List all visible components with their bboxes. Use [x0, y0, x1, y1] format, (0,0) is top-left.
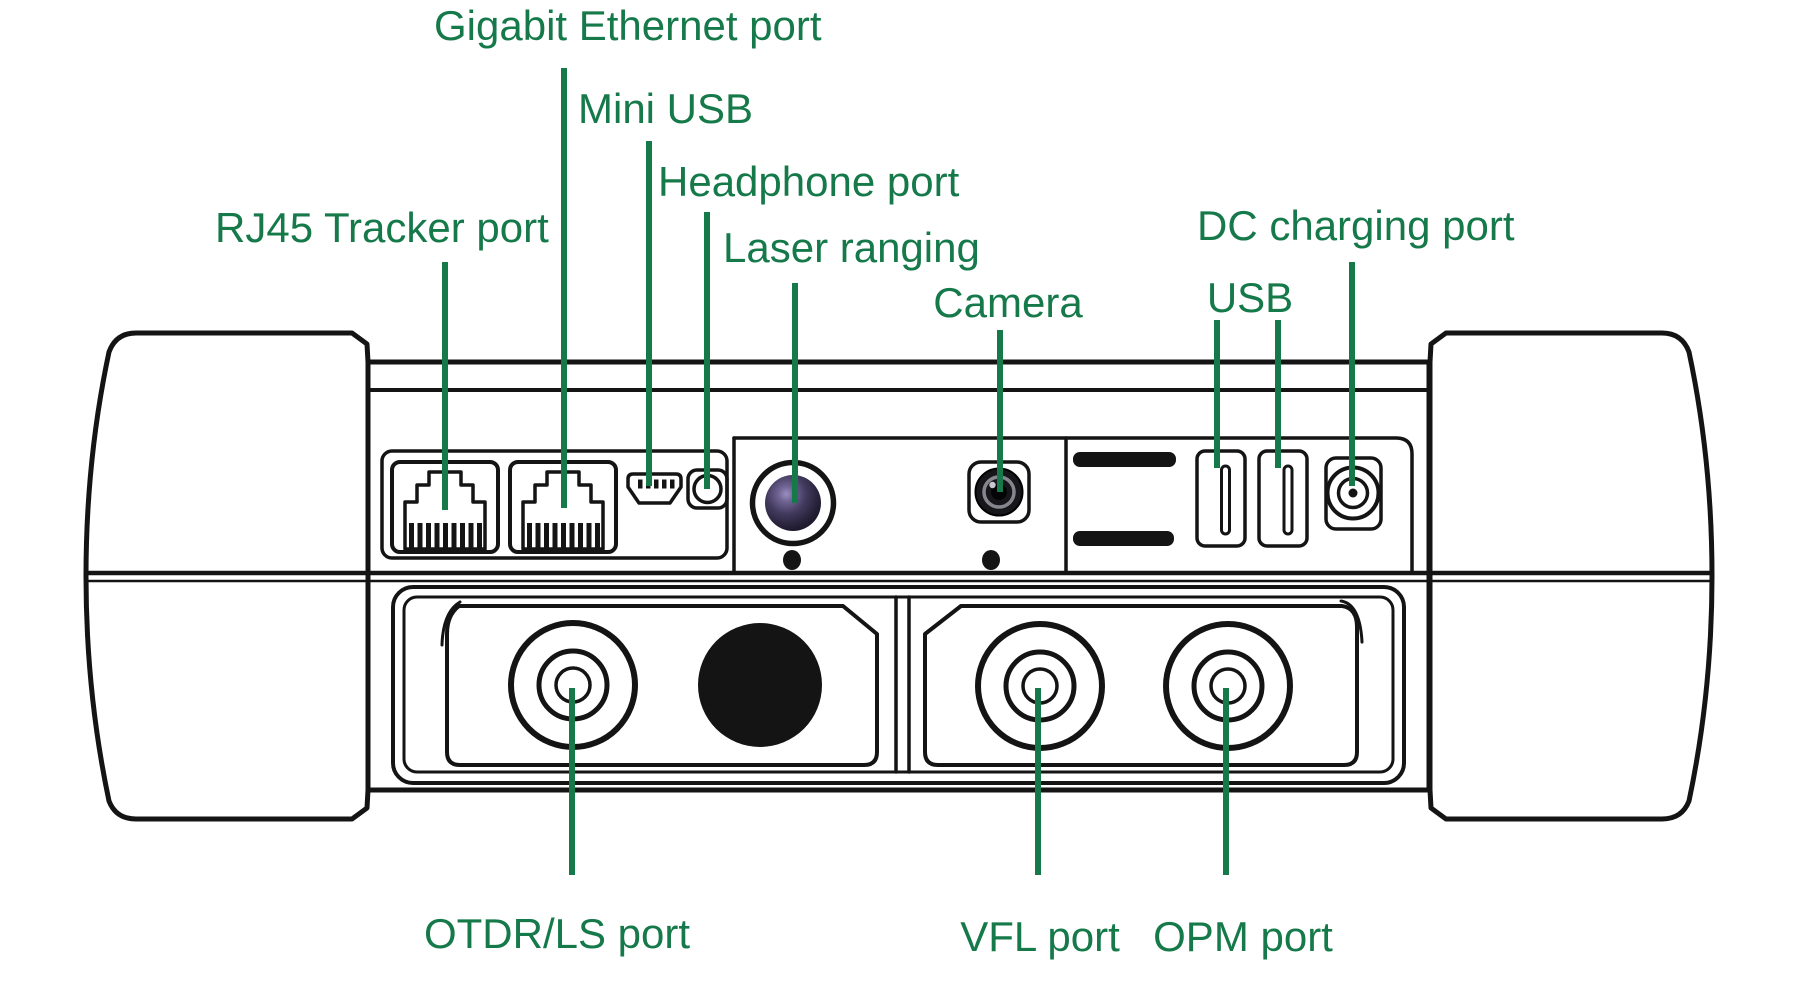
screw-hole-icon — [783, 550, 801, 570]
headphone-label: Headphone port — [658, 158, 960, 205]
otdr-ls-label: OTDR/LS port — [424, 910, 690, 957]
rj45-tracker-port-icon — [390, 460, 500, 554]
vfl-opm-panel-fold-line — [1339, 599, 1364, 644]
dust-cap-hole-icon — [698, 623, 822, 747]
device-body — [365, 359, 1432, 793]
gigabit-ethernet-port-icon — [508, 460, 618, 554]
vfl-opm-recess-panel — [923, 604, 1359, 767]
usb-port-b-icon — [1257, 449, 1309, 548]
mini-usb-label: Mini USB — [578, 85, 753, 132]
right-bumper — [1427, 330, 1715, 822]
opm-label: OPM port — [1153, 913, 1333, 960]
otdr-panel-fold-line — [440, 600, 462, 647]
laser-ranging-label: Laser ranging — [723, 224, 980, 271]
lower-tray-inner — [402, 595, 1395, 774]
card-slot-icons — [1073, 452, 1176, 546]
camera-label: Camera — [933, 279, 1083, 326]
gigabit-ethernet-label: Gigabit Ethernet port — [434, 2, 822, 49]
rj45-tracker-label: RJ45 Tracker port — [215, 204, 549, 251]
dc-charging-label: DC charging port — [1197, 202, 1515, 249]
screw-hole-icon — [982, 550, 1000, 570]
otdr-recess-panel — [445, 604, 879, 767]
usb-label: USB — [1207, 274, 1293, 321]
vfl-label: VFL port — [960, 913, 1120, 960]
right-panel-frame — [732, 436, 1414, 575]
lower-tray-outer — [391, 585, 1406, 785]
usb-port-a-icon — [1195, 449, 1247, 548]
left-bumper — [83, 330, 371, 822]
